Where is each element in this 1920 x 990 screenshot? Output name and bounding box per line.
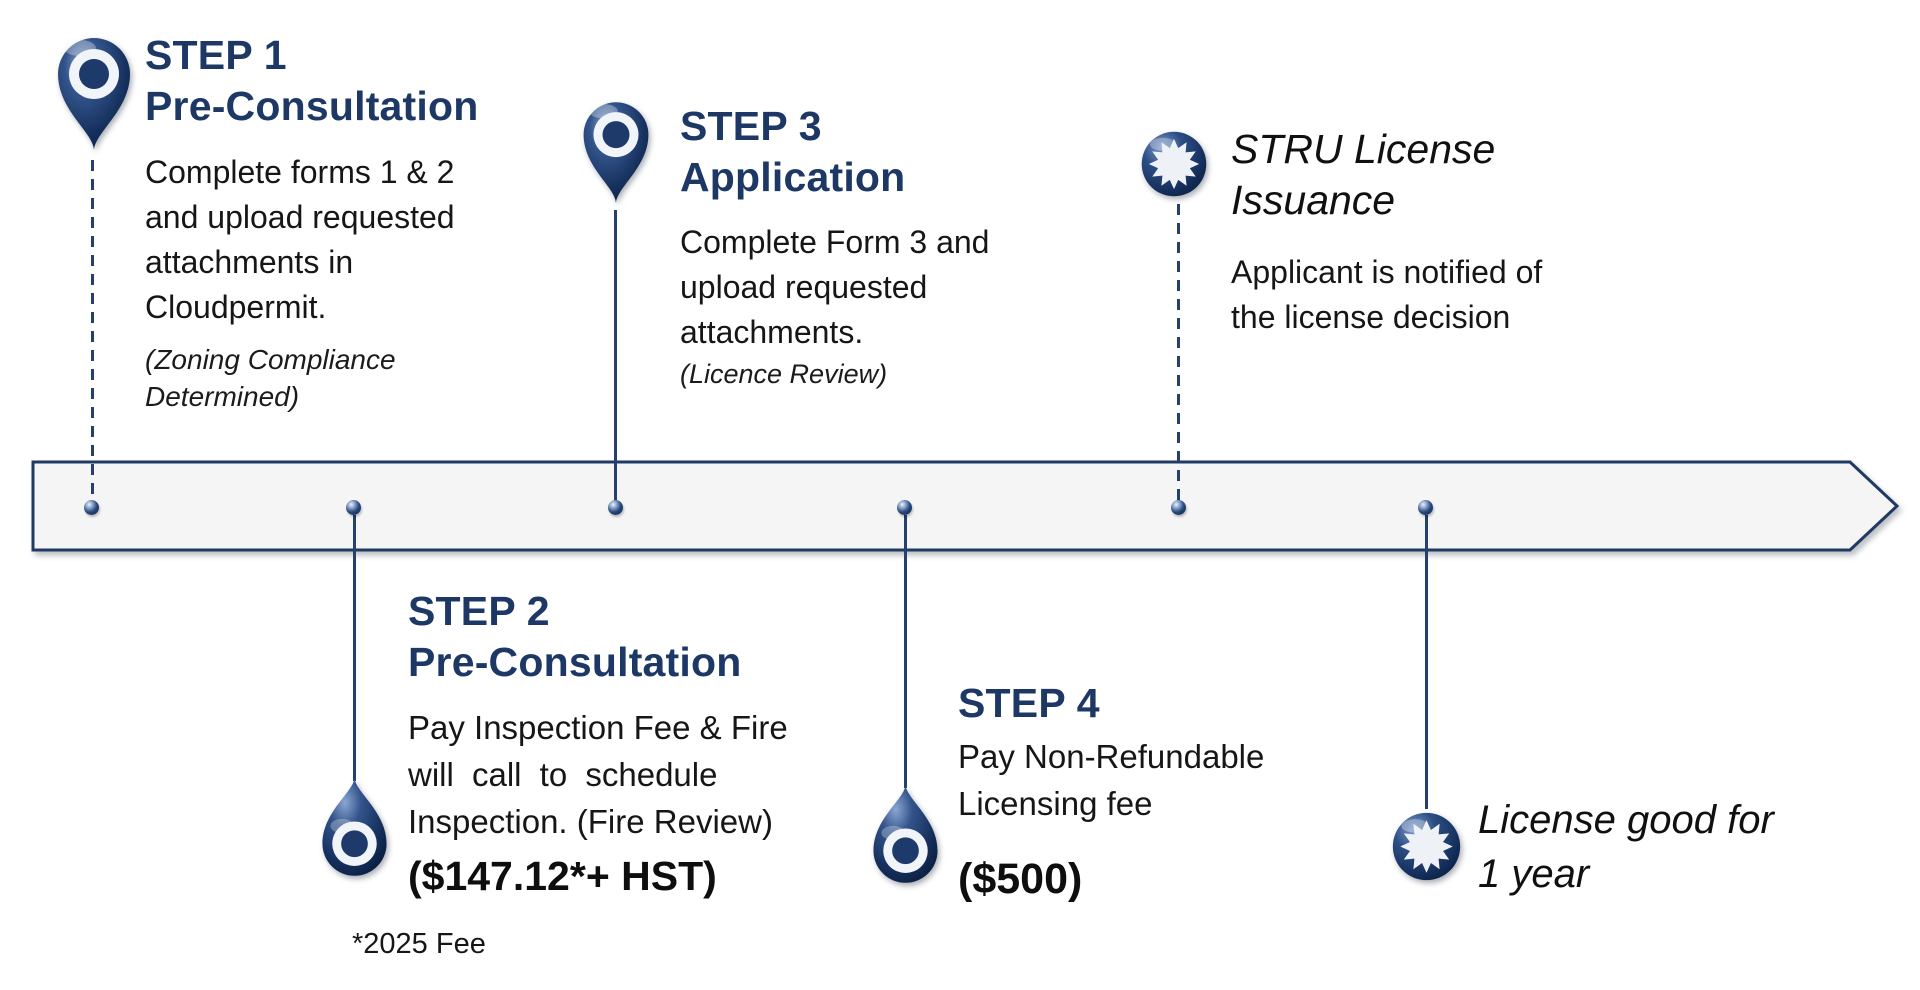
badge-starburst-icon [1390,810,1463,883]
issuance-title-line: STRU License [1231,126,1496,172]
step2-footnote: *2025 Fee [352,928,486,960]
step1-note-line: Determined) [145,381,300,412]
step1-body-line: and upload requested [145,199,455,235]
droplet-pin-icon [310,776,399,883]
step1-body-line: Cloudpermit. [145,289,327,325]
badge-starburst-icon [1139,129,1209,199]
droplet-pin-icon [861,783,950,890]
validity-text: License good for 1 year [1478,793,1774,901]
step2-body: Pay Inspection Fee & Fire will call to s… [408,704,788,845]
validity-text-line: 1 year [1478,852,1590,896]
timeline-node-5 [1171,500,1186,515]
validity-text-line: License good for [1478,798,1774,842]
timeline-node-3 [608,500,623,515]
issuance-title-line: Issuance [1231,177,1396,223]
step1-label: STEP 1 [145,32,287,78]
step3-body-line: upload requested [680,269,928,305]
connector-line-issuance [1176,204,1180,502]
issuance-body: Applicant is notified of the license dec… [1231,250,1542,340]
step2-body-line: Pay Inspection Fee & Fire [408,709,788,746]
timeline-node-4 [897,500,912,515]
step2-fee: ($147.12*+ HST) [408,853,717,899]
step4-label: STEP 4 [958,680,1100,726]
step1-body-line: Complete forms 1 & 2 [145,154,455,190]
step1-body-line: attachments in [145,244,354,280]
step1-note: (Zoning Compliance Determined) [145,341,396,415]
step3-body-line: Complete Form 3 and [680,224,990,260]
step4-body: Pay Non-Refundable Licensing fee [958,733,1264,827]
step1-title: Pre-Consultation [145,83,479,129]
step3-header: STEP 3 Application [680,101,905,203]
connector-line-validity [1424,515,1428,809]
step1-body: Complete forms 1 & 2 and upload requeste… [145,150,455,330]
connector-line-step2 [352,515,356,781]
issuance-body-line: Applicant is notified of [1231,254,1543,290]
step4-header: STEP 4 [958,678,1100,729]
step3-body-line: attachments. [680,314,864,350]
step2-body-line: will call to schedule [408,756,718,793]
issuance-title: STRU License Issuance [1231,124,1495,226]
step3-note-line: (Licence Review) [680,359,888,389]
connector-line-step1 [90,160,94,502]
connector-line-step3 [613,210,617,504]
connector-line-step4 [903,515,907,788]
timeline-node-2 [346,500,361,515]
step3-note: (Licence Review) [680,356,887,393]
step1-note-line: (Zoning Compliance [145,344,396,375]
map-pin-icon [44,28,144,153]
issuance-body-line: the license decision [1231,299,1511,335]
step3-label: STEP 3 [680,103,822,149]
step4-fee: ($500) [958,855,1083,903]
step3-title: Application [680,154,906,200]
step4-body-line: Licensing fee [958,785,1153,822]
step2-title: Pre-Consultation [408,639,742,685]
step2-body-line: Inspection. (Fire Review) [408,803,773,840]
step3-body: Complete Form 3 and upload requested att… [680,220,989,355]
map-pin-icon [571,93,661,206]
timeline-node-1 [84,500,99,515]
step1-header: STEP 1 Pre-Consultation [145,30,478,132]
step2-header: STEP 2 Pre-Consultation [408,586,741,688]
step2-label: STEP 2 [408,588,550,634]
timeline-node-6 [1418,500,1433,515]
step4-body-line: Pay Non-Refundable [958,738,1265,775]
